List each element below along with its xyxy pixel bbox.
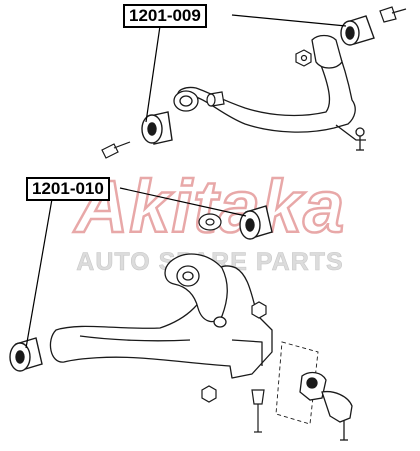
- leader-lower-rear: [119, 187, 247, 217]
- upper-hardware: [101, 6, 407, 159]
- leader-lines: [25, 14, 347, 349]
- watermark-brand: Akitaka: [73, 165, 345, 248]
- upper-control-arm: [173, 34, 366, 151]
- ball-joint: [275, 341, 353, 441]
- lower-bushing-front: [9, 337, 43, 372]
- upper-bushing-front: [141, 111, 173, 145]
- leader-upper-rear: [231, 14, 347, 27]
- part-number-label-lower[interactable]: 1201-010: [26, 177, 110, 201]
- washer: [198, 213, 222, 231]
- leader-upper-front: [145, 25, 161, 123]
- lower-hardware: [201, 301, 267, 433]
- leader-lower-front: [25, 198, 53, 349]
- upper-bushing-rear: [340, 15, 375, 46]
- lower-bushing-rear: [239, 205, 273, 240]
- lower-control-arm: [49, 253, 273, 379]
- part-number-label-upper[interactable]: 1201-009: [123, 4, 207, 28]
